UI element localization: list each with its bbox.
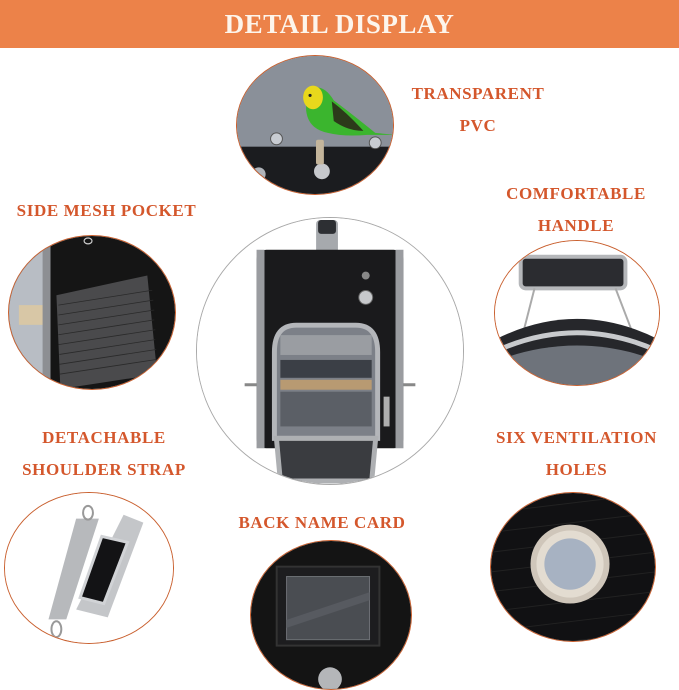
six-ventilation-holes-image (490, 492, 656, 642)
comfortable-handle-image (494, 240, 660, 386)
comfortable-handle-label: COMFORTABLE HANDLE (478, 178, 674, 242)
label-line: TRANSPARENT (411, 84, 545, 103)
side-mesh-pocket-label: SIDE MESH POCKET (4, 195, 209, 227)
label-line: HANDLE (537, 216, 615, 235)
label-line: COMFORTABLE (506, 184, 646, 203)
label-line: DETACHABLE (42, 428, 166, 447)
label-line: BACK NAME CARD (238, 513, 406, 532)
center-product-image (196, 217, 464, 485)
detachable-shoulder-strap-image (4, 492, 174, 644)
detachable-shoulder-strap-label: DETACHABLE SHOULDER STRAP (0, 422, 208, 486)
label-line: HOLES (545, 460, 608, 479)
label-line: SIX VENTILATION (496, 428, 657, 447)
label-line: SIDE MESH POCKET (16, 201, 197, 220)
header-banner: DETAIL DISPLAY (0, 0, 679, 48)
label-line: PVC (459, 116, 497, 135)
transparent-pvc-label: TRANSPARENT PVC (398, 78, 558, 142)
side-mesh-pocket-image (8, 235, 176, 390)
back-name-card-image (250, 540, 412, 690)
back-name-card-label: BACK NAME CARD (224, 507, 420, 539)
six-ventilation-holes-label: SIX VENTILATION HOLES (474, 422, 679, 486)
page-title: DETAIL DISPLAY (224, 8, 455, 39)
transparent-pvc-image (236, 55, 394, 195)
label-line: SHOULDER STRAP (22, 460, 186, 479)
